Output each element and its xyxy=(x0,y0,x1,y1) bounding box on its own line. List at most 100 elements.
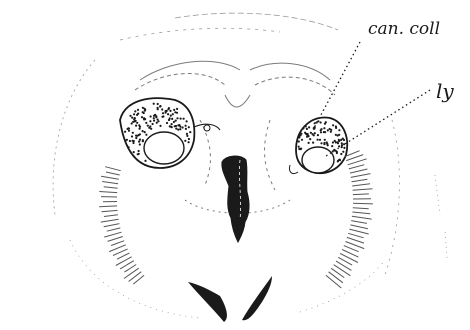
section-outline xyxy=(53,13,447,318)
hatch-stroke xyxy=(352,179,368,182)
stipple-dot xyxy=(142,130,144,132)
stipple-dot xyxy=(138,141,140,143)
hatch-stroke xyxy=(111,241,124,246)
stipple-dot xyxy=(342,138,344,140)
hatch-stroke xyxy=(102,182,118,184)
stipple-dot xyxy=(171,118,173,120)
stipple-dot xyxy=(320,142,322,144)
hatch-stroke xyxy=(107,228,121,231)
stipple-dot xyxy=(323,127,325,129)
stipple-dot xyxy=(323,131,325,133)
stipple-dot xyxy=(145,134,147,136)
hatch-stroke xyxy=(336,261,351,270)
stipple-dot xyxy=(182,126,184,128)
hatch-stroke xyxy=(353,189,373,191)
stipple-dot xyxy=(136,122,138,124)
stipple-dot xyxy=(340,153,342,155)
stipple-dot xyxy=(128,128,130,130)
hatch-stroke xyxy=(106,172,120,175)
stipple-dot xyxy=(142,107,144,109)
stipple-dot xyxy=(173,109,175,111)
stipple-dot xyxy=(142,139,144,141)
stipple-dot xyxy=(338,129,340,131)
hatch-stroke xyxy=(352,212,370,214)
stipple-dot xyxy=(167,113,169,115)
stipple-dot xyxy=(324,139,326,141)
stipple-dot xyxy=(139,128,141,130)
label-ly: ly xyxy=(436,79,454,103)
stipple-dot xyxy=(135,125,137,127)
hatch-stroke xyxy=(334,265,351,276)
stipple-dot xyxy=(184,140,186,142)
stipple-dot xyxy=(186,133,188,135)
stipple-dot xyxy=(144,110,146,112)
leader-ly xyxy=(326,90,430,156)
stipple-dot xyxy=(169,110,171,112)
stipple-dot xyxy=(186,135,188,137)
stipple-dot xyxy=(189,131,191,133)
stipple-dot xyxy=(332,124,334,126)
stipple-dot xyxy=(341,142,343,144)
stipple-dot xyxy=(313,134,315,136)
stipple-dot xyxy=(144,160,146,162)
stipple-dot xyxy=(147,125,149,127)
stipple-dot xyxy=(308,142,310,144)
stipple-dot xyxy=(157,120,159,122)
stipple-dot xyxy=(176,117,178,119)
hatch-stroke xyxy=(99,206,117,207)
stipple-dot xyxy=(128,146,130,148)
stipple-dot xyxy=(170,126,172,128)
stipple-dot xyxy=(161,108,163,110)
hatch-stroke xyxy=(329,272,343,283)
stipple-dot xyxy=(335,125,337,127)
stipple-dot xyxy=(153,120,155,122)
stipple-dot xyxy=(145,122,147,124)
stipple-dot xyxy=(138,153,140,155)
stipple-dot xyxy=(320,129,322,131)
stipple-dot xyxy=(179,128,181,130)
left-canal-organ xyxy=(120,98,220,168)
stipple-dot xyxy=(325,121,327,123)
stipple-dot xyxy=(131,122,133,124)
stipple-dot xyxy=(175,120,177,122)
stipple-dot xyxy=(305,125,307,127)
stipple-dot xyxy=(165,110,167,112)
hatch-stroke xyxy=(124,268,139,278)
stipple-dot xyxy=(330,129,332,131)
stipple-dot xyxy=(157,108,159,110)
stipple-dot xyxy=(338,145,340,147)
stipple-dot xyxy=(188,141,190,143)
stipple-dot xyxy=(150,115,152,117)
stipple-dot xyxy=(156,122,158,124)
stipple-dot xyxy=(306,128,308,130)
hatch-stroke xyxy=(104,187,118,188)
right-lymph-space xyxy=(302,147,334,173)
stipple-dot xyxy=(343,147,345,149)
stipple-dot xyxy=(298,148,300,150)
stipple-dot xyxy=(142,111,144,113)
stipple-dot xyxy=(161,116,163,118)
stipple-dot xyxy=(175,125,177,127)
stipple-dot xyxy=(314,132,316,134)
stipple-dot xyxy=(133,113,135,115)
stipple-dot xyxy=(301,139,303,141)
stipple-dot xyxy=(326,143,328,145)
bottom-v-form xyxy=(188,276,272,322)
hatch-stroke xyxy=(108,237,123,242)
stipple-dot xyxy=(298,140,300,142)
stipple-dot xyxy=(338,134,340,136)
stipple-dot xyxy=(185,128,187,130)
hatch-stroke xyxy=(350,225,368,229)
central-dark-column xyxy=(222,156,249,242)
stipple-dot xyxy=(304,132,306,134)
stipple-dot xyxy=(317,134,319,136)
stipple-dot xyxy=(310,132,312,134)
stipple-dot xyxy=(342,151,344,153)
stipple-dot xyxy=(330,131,332,133)
stipple-dot xyxy=(129,140,131,142)
stipple-dot xyxy=(343,143,345,145)
stipple-dot xyxy=(128,130,130,132)
right-radial-hatching xyxy=(326,151,373,288)
stipple-dot xyxy=(335,134,337,136)
